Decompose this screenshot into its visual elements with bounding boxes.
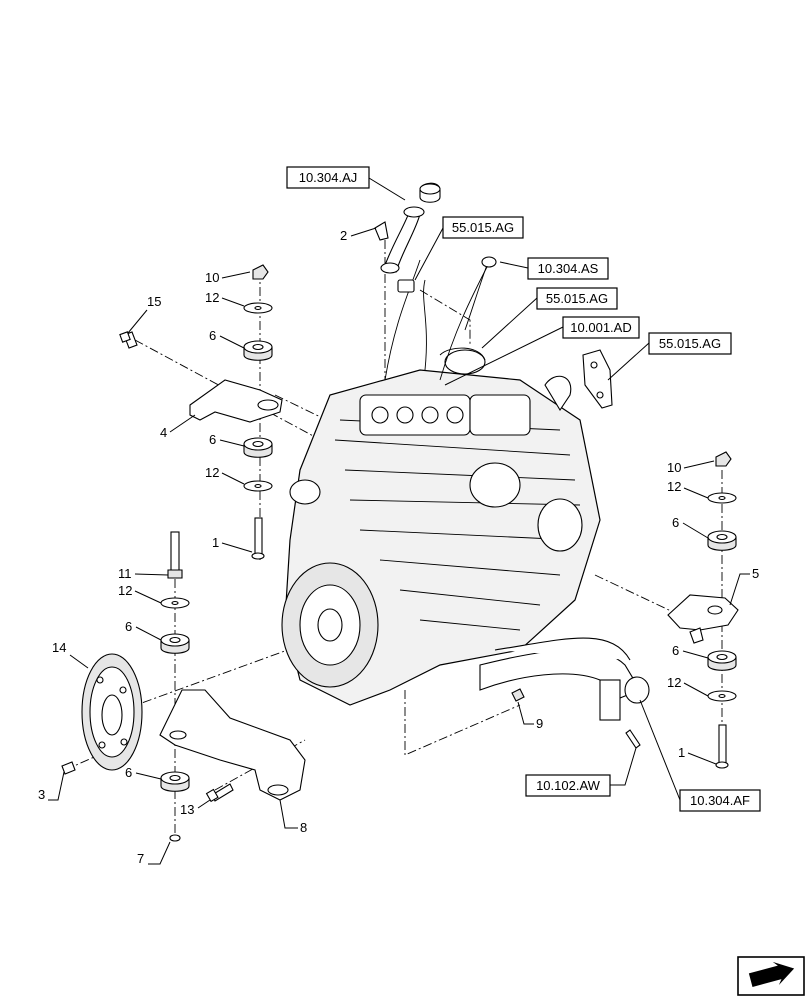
ref-10-102-aw: 10.102.AW <box>536 778 601 793</box>
callout-11: 11 <box>118 566 132 581</box>
bolt-15 <box>119 331 138 349</box>
nut-9 <box>511 688 525 702</box>
callout-5: 5 <box>752 566 759 581</box>
reference-labels: 10.304.AJ 55.015.AG 10.304.AS 55.015.AG … <box>286 166 761 812</box>
callout-6: 6 <box>672 643 679 658</box>
ref-10-304-aj: 10.304.AJ <box>299 170 358 185</box>
bolt-13 <box>205 783 234 803</box>
ref-55-015-ag-2: 55.015.AG <box>546 291 608 306</box>
right-mount-stack <box>667 451 739 769</box>
callout-14: 14 <box>52 640 66 655</box>
callout-12: 12 <box>667 675 681 690</box>
item-callouts: 10 12 6 15 2 4 6 12 1 11 12 6 14 6 3 13 … <box>38 227 759 866</box>
callout-8: 8 <box>300 820 307 835</box>
flex-coupling-14 <box>81 653 143 771</box>
callout-12: 12 <box>667 479 681 494</box>
callout-13: 13 <box>180 802 194 817</box>
callout-6: 6 <box>125 765 132 780</box>
callout-6: 6 <box>672 515 679 530</box>
callout-1: 1 <box>212 535 219 550</box>
callout-7: 7 <box>137 851 144 866</box>
callout-6: 6 <box>209 328 216 343</box>
callout-1: 1 <box>678 745 685 760</box>
callout-4: 4 <box>160 425 167 440</box>
callout-3: 3 <box>38 787 45 802</box>
ref-10-304-as: 10.304.AS <box>538 261 599 276</box>
callout-9: 9 <box>536 716 543 731</box>
callout-12: 12 <box>118 583 132 598</box>
oil-filler-tube <box>380 182 441 274</box>
callout-6: 6 <box>125 619 132 634</box>
callout-10: 10 <box>205 270 219 285</box>
callout-12: 12 <box>205 290 219 305</box>
callout-15: 15 <box>147 294 161 309</box>
bolt-2 <box>374 221 389 241</box>
callout-2: 2 <box>340 228 347 243</box>
next-page-arrow-icon[interactable] <box>737 956 805 996</box>
callout-12: 12 <box>205 465 219 480</box>
front-left-mount-stack <box>159 531 306 842</box>
dipstick <box>464 256 497 331</box>
callout-10: 10 <box>667 460 681 475</box>
callout-6: 6 <box>209 432 216 447</box>
bolt-3 <box>61 761 76 775</box>
left-upper-mount-stack <box>189 264 283 560</box>
sensor-plate <box>397 279 613 409</box>
ref-55-015-ag-1: 55.015.AG <box>452 220 514 235</box>
engine-assembly <box>281 259 650 749</box>
ref-55-015-ag-3: 55.015.AG <box>659 336 721 351</box>
ref-10-001-ad: 10.001.AD <box>570 320 631 335</box>
ref-10-304-af: 10.304.AF <box>690 793 750 808</box>
